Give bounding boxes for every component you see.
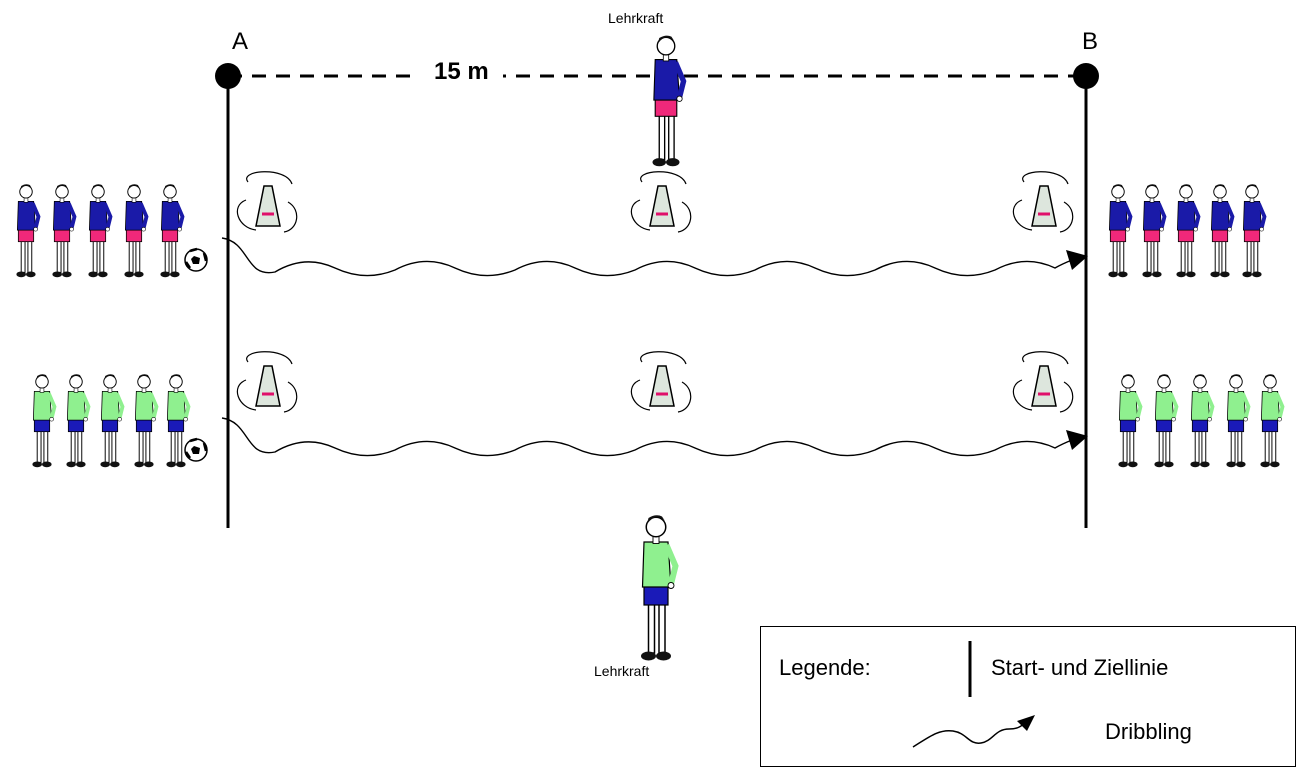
distance-label: 15 m [420,58,503,86]
team1-right-player [1210,184,1235,278]
team2-left-player [66,374,91,468]
diagram-figures [16,35,1285,661]
legend-box: Legende: Start- und Ziellinie Dribbling [760,626,1296,767]
cone-icon [630,171,692,233]
arrow-icon [1066,430,1088,450]
cone-icon [630,351,692,413]
cone-icon [1012,171,1074,233]
team1-left-player [52,184,77,278]
team1-right-player [1242,184,1267,278]
legend-line-icon [968,641,972,697]
team1-left-player [124,184,149,278]
team2-right-player [1118,374,1143,468]
team1-left-player [88,184,113,278]
teacher-bottom-figure [641,515,679,661]
legend-line-label: Start- und Ziellinie [991,655,1169,680]
point-b-label: B [1082,28,1099,55]
team2-right-player [1154,374,1179,468]
point-b-dot [1073,63,1099,89]
team2-left-player [134,374,159,468]
team1-right-player [1176,184,1201,278]
team2-left-player [100,374,125,468]
team2-right-player [1226,374,1251,468]
teacher-label-bottom: Lehrkraft [594,663,650,679]
legend-dribble-label: Dribbling [1105,719,1192,744]
legend-title: Legende: [779,655,871,680]
point-a-label: A [232,28,249,55]
ball-icon [184,437,208,462]
teacher-label-top: Lehrkraft [608,10,664,26]
dribble-path-lane-2 [221,417,1088,457]
team1-left-player [16,184,41,278]
cone-icon [1012,351,1074,413]
teacher-top-figure [652,35,687,167]
team1-right-player [1108,184,1133,278]
arrow-icon [1066,250,1088,270]
team2-right-player [1260,374,1285,468]
cone-icon [236,171,298,233]
cone-icon [236,351,298,413]
legend-dribble-icon [912,715,1035,748]
team2-left-player [32,374,57,468]
dribble-path-lane-1 [221,237,1088,277]
point-a-dot [215,63,241,89]
team1-right-player [1142,184,1167,278]
team1-left-player [160,184,185,278]
team2-right-player [1190,374,1215,468]
team2-left-player [166,374,191,468]
ball-icon [184,247,208,272]
